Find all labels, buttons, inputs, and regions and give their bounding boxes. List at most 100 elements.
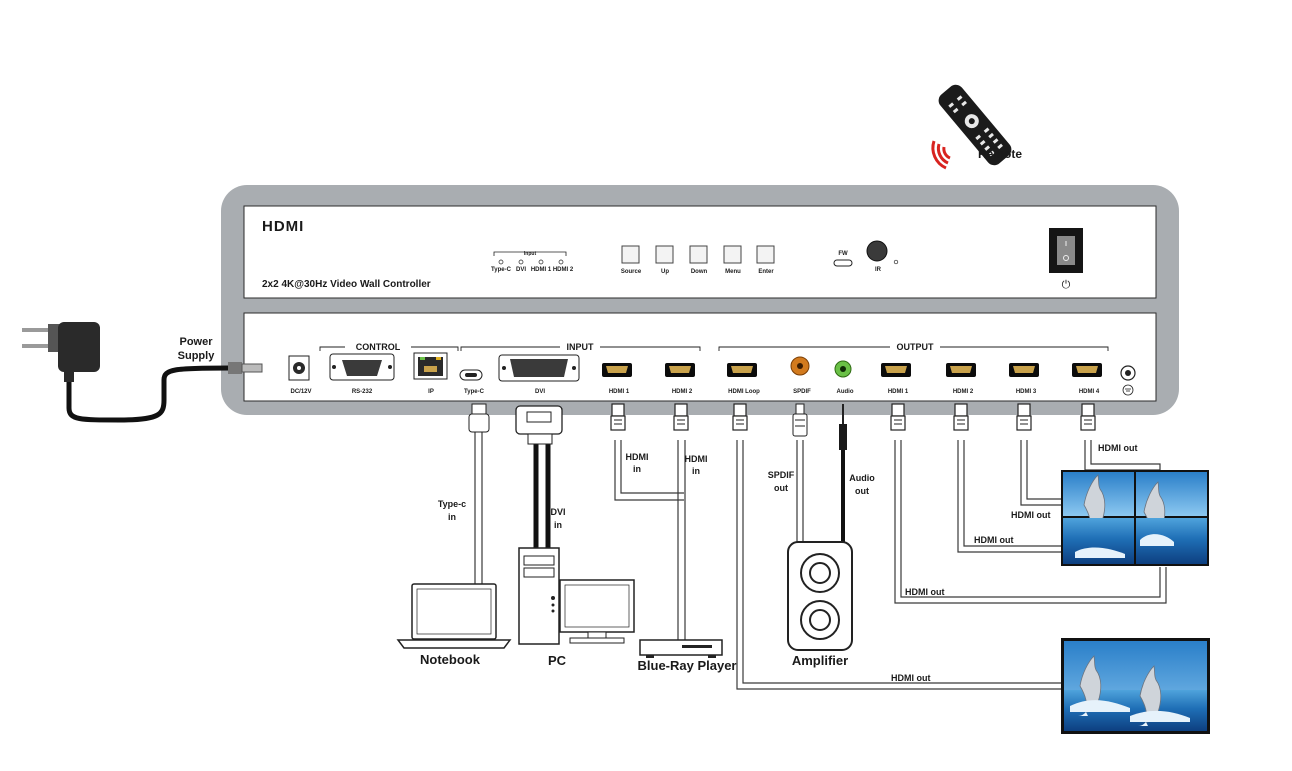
spdif-out-label-2: out	[774, 483, 788, 493]
led-hdmi2-icon	[558, 259, 564, 265]
ir-label: IR	[875, 267, 882, 273]
hdmi4-out-plug-icon	[1080, 403, 1096, 431]
model-name: 2x2 4K@30Hz Video Wall Controller	[262, 279, 431, 290]
hdmi-in-1-label-2: in	[633, 464, 641, 474]
hdmi-out-1-label: HDMI out	[905, 587, 945, 597]
hdmi-in-1-label-1: HDMI	[626, 452, 649, 462]
video-wall-screen-tl	[1063, 472, 1134, 536]
dvi-in-label-1: DVI	[550, 507, 565, 517]
hdmi1-out-plug-icon	[890, 403, 906, 431]
hdmi1-out-port-label: HDMI 1	[888, 389, 909, 395]
led-hdmi1-icon	[538, 259, 544, 265]
led-label-hdmi2: HDMI 2	[553, 267, 574, 273]
down-button[interactable]	[689, 245, 708, 264]
amplifier-icon	[787, 541, 853, 651]
source-button[interactable]	[621, 245, 640, 264]
hdmi-logo: HDMI	[262, 218, 304, 235]
led-label-dvi: DVI	[516, 267, 526, 273]
led-dvi-icon	[518, 259, 524, 265]
dvi-port-label: DVI	[535, 389, 545, 395]
enter-button[interactable]	[756, 245, 775, 264]
hdmi3-out-port-label: HDMI 3	[1016, 389, 1037, 395]
typec-in-label-1: Type-c	[438, 499, 466, 509]
hdmi2-out-port[interactable]	[946, 363, 976, 377]
front-panel: HDMI 2x2 4K@30Hz Video Wall Controller I…	[243, 205, 1157, 299]
rear-panel: CONTROL INPUT OUTPUT DC/12V RS-232 IP	[243, 312, 1157, 402]
rs232-port[interactable]	[329, 353, 395, 381]
amplifier-label: Amplifier	[792, 653, 848, 668]
power-adapter-icon	[22, 322, 263, 423]
hdmi-out-2-label: HDMI out	[974, 535, 1014, 545]
hdmi4-out-port[interactable]	[1072, 363, 1102, 377]
spdif-plug-icon	[792, 403, 808, 437]
audio-out-label-2: out	[855, 486, 869, 496]
fw-usb-port[interactable]	[833, 259, 853, 267]
input-group-label-rear: INPUT	[567, 342, 595, 352]
power-supply-label-2: Supply	[178, 350, 216, 362]
hdmi1-in-port-label: HDMI 1	[609, 389, 630, 395]
menu-button-label: Menu	[725, 269, 741, 275]
ir-sensor-icon	[866, 240, 888, 262]
spdif-cable	[796, 440, 804, 545]
cable-lines	[474, 430, 1167, 690]
ir-signal-icon	[931, 140, 951, 170]
output-group-label: OUTPUT	[897, 342, 935, 352]
bluray-player-icon	[639, 639, 723, 658]
audio-out-label-1: Audio	[849, 473, 875, 483]
fw-label: FW	[838, 251, 848, 257]
dvi-cable	[533, 440, 551, 556]
video-wall	[1061, 470, 1209, 566]
hdmi4-out-port-label: HDMI 4	[1079, 389, 1100, 395]
spdif-port-label: SPDIF	[793, 389, 811, 395]
hdmi1-in-plug-icon	[610, 403, 626, 431]
up-button[interactable]	[655, 245, 674, 264]
led-label-hdmi1: HDMI 1	[531, 267, 552, 273]
ip-port[interactable]	[413, 352, 448, 380]
hdmi-in-2-label-2: in	[692, 466, 700, 476]
rs232-port-label: RS-232	[352, 389, 373, 395]
up-button-label: Up	[661, 269, 669, 275]
video-wall-screen-br	[1136, 518, 1207, 564]
hdmi1-in-port[interactable]	[602, 363, 632, 377]
power-supply-label-1: Power	[179, 336, 213, 348]
hdmi-loop-plug-icon	[732, 403, 748, 431]
hdmi1-out-port[interactable]	[881, 363, 911, 377]
hdmi-out-3-label: HDMI out	[1011, 510, 1051, 520]
typec-port-label: Type-C	[464, 389, 485, 395]
source-button-label: Source	[621, 269, 642, 275]
hdmi2-in-port[interactable]	[665, 363, 695, 377]
pc-label: PC	[548, 653, 567, 668]
audio-plug-icon	[839, 404, 847, 450]
typec-in-label-2: in	[448, 512, 456, 522]
hdmi-out-loop-label: HDMI out	[891, 673, 931, 683]
hdmi3-out-port[interactable]	[1009, 363, 1039, 377]
dvi-port[interactable]	[498, 354, 580, 382]
bluray-player-label: Blue-Ray Player	[638, 658, 737, 673]
dvi-plug-icon	[515, 405, 563, 445]
hdmi3-out-plug-icon	[1016, 403, 1032, 431]
remote-control-icon	[938, 84, 1012, 166]
hdmi2-out-plug-icon	[953, 403, 969, 431]
hdmi-in-2-label-1: HDMI	[685, 454, 708, 464]
notebook-icon	[396, 583, 512, 649]
hdmi-loop-port[interactable]	[727, 363, 757, 377]
audio-port-label: Audio	[837, 389, 854, 395]
loop-display	[1061, 638, 1210, 734]
dc-port-label: DC/12V	[290, 389, 311, 395]
ip-port-label: IP	[428, 389, 434, 395]
menu-button[interactable]	[723, 245, 742, 264]
control-group-label: CONTROL	[356, 342, 401, 352]
power-symbol-icon: ⏻	[1062, 279, 1071, 291]
hdmi2-out-port-label: HDMI 2	[953, 389, 974, 395]
hdmi-out-4-label: HDMI out	[1098, 443, 1138, 453]
spdif-out-label-1: SPDIF	[768, 470, 795, 480]
notebook-label: Notebook	[420, 652, 481, 667]
dvi-in-label-2: in	[554, 520, 562, 530]
pc-icon	[518, 547, 635, 645]
led-typec-icon	[498, 259, 504, 265]
remote-label: Remote	[978, 147, 1022, 161]
hdmi2-in-port-label: HDMI 2	[672, 389, 693, 395]
down-button-label: Down	[691, 269, 708, 275]
enter-button-label: Enter	[758, 269, 774, 275]
